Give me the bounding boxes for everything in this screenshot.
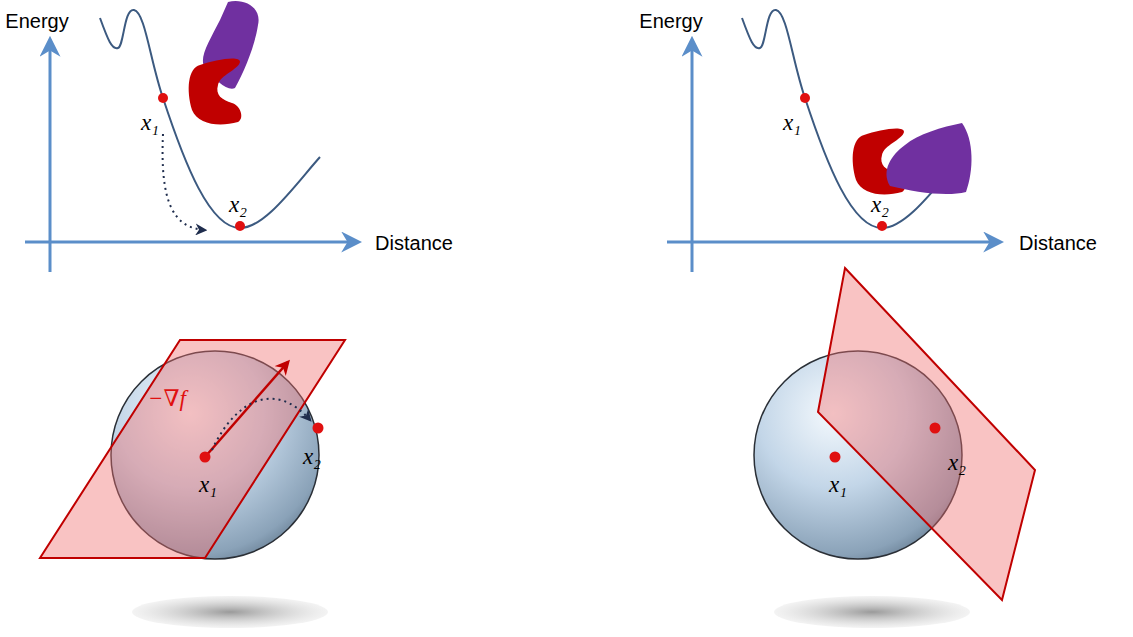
gradient-arrow	[205, 362, 288, 457]
point-dot	[877, 221, 887, 231]
energy-curve	[742, 10, 962, 228]
ligand-shape	[887, 123, 972, 194]
point-label: x₂	[303, 445, 321, 468]
distance-axis	[667, 241, 1000, 244]
point-dot	[930, 423, 941, 434]
axis-title: Energy	[5, 11, 68, 31]
descent-arrow	[163, 134, 205, 230]
point-dot	[313, 423, 324, 434]
energy-plot-left	[25, 1, 358, 272]
manifold-left	[40, 340, 345, 628]
point-dot	[200, 452, 211, 463]
point-label: x₁	[783, 111, 801, 134]
manifold-right	[754, 268, 1035, 628]
point-dot	[158, 93, 168, 103]
axis-title: Distance	[375, 233, 453, 253]
energy-axis	[691, 40, 694, 272]
point-label: x₂	[871, 193, 889, 216]
point-dot	[235, 221, 245, 231]
tangent-plane	[818, 268, 1035, 600]
point-label: x₁	[141, 111, 159, 134]
sphere-shadow	[774, 596, 970, 628]
axis-title: Energy	[639, 11, 702, 31]
energy-axis	[49, 40, 52, 272]
point-label: x₂	[948, 451, 966, 474]
receptor-shape	[189, 59, 242, 125]
point-dot	[800, 93, 810, 103]
sphere-shadow	[132, 596, 328, 628]
energy-plot-right	[667, 10, 1000, 272]
geodesic-arrow	[212, 399, 310, 450]
point-label: x₁	[829, 473, 847, 496]
tangent-plane	[40, 340, 345, 558]
gradient-label: −∇f	[148, 387, 186, 410]
distance-axis	[25, 241, 358, 244]
axis-title: Distance	[1019, 233, 1097, 253]
point-label: x₁	[199, 473, 217, 496]
point-dot	[830, 452, 841, 463]
point-label: x₂	[229, 193, 247, 216]
